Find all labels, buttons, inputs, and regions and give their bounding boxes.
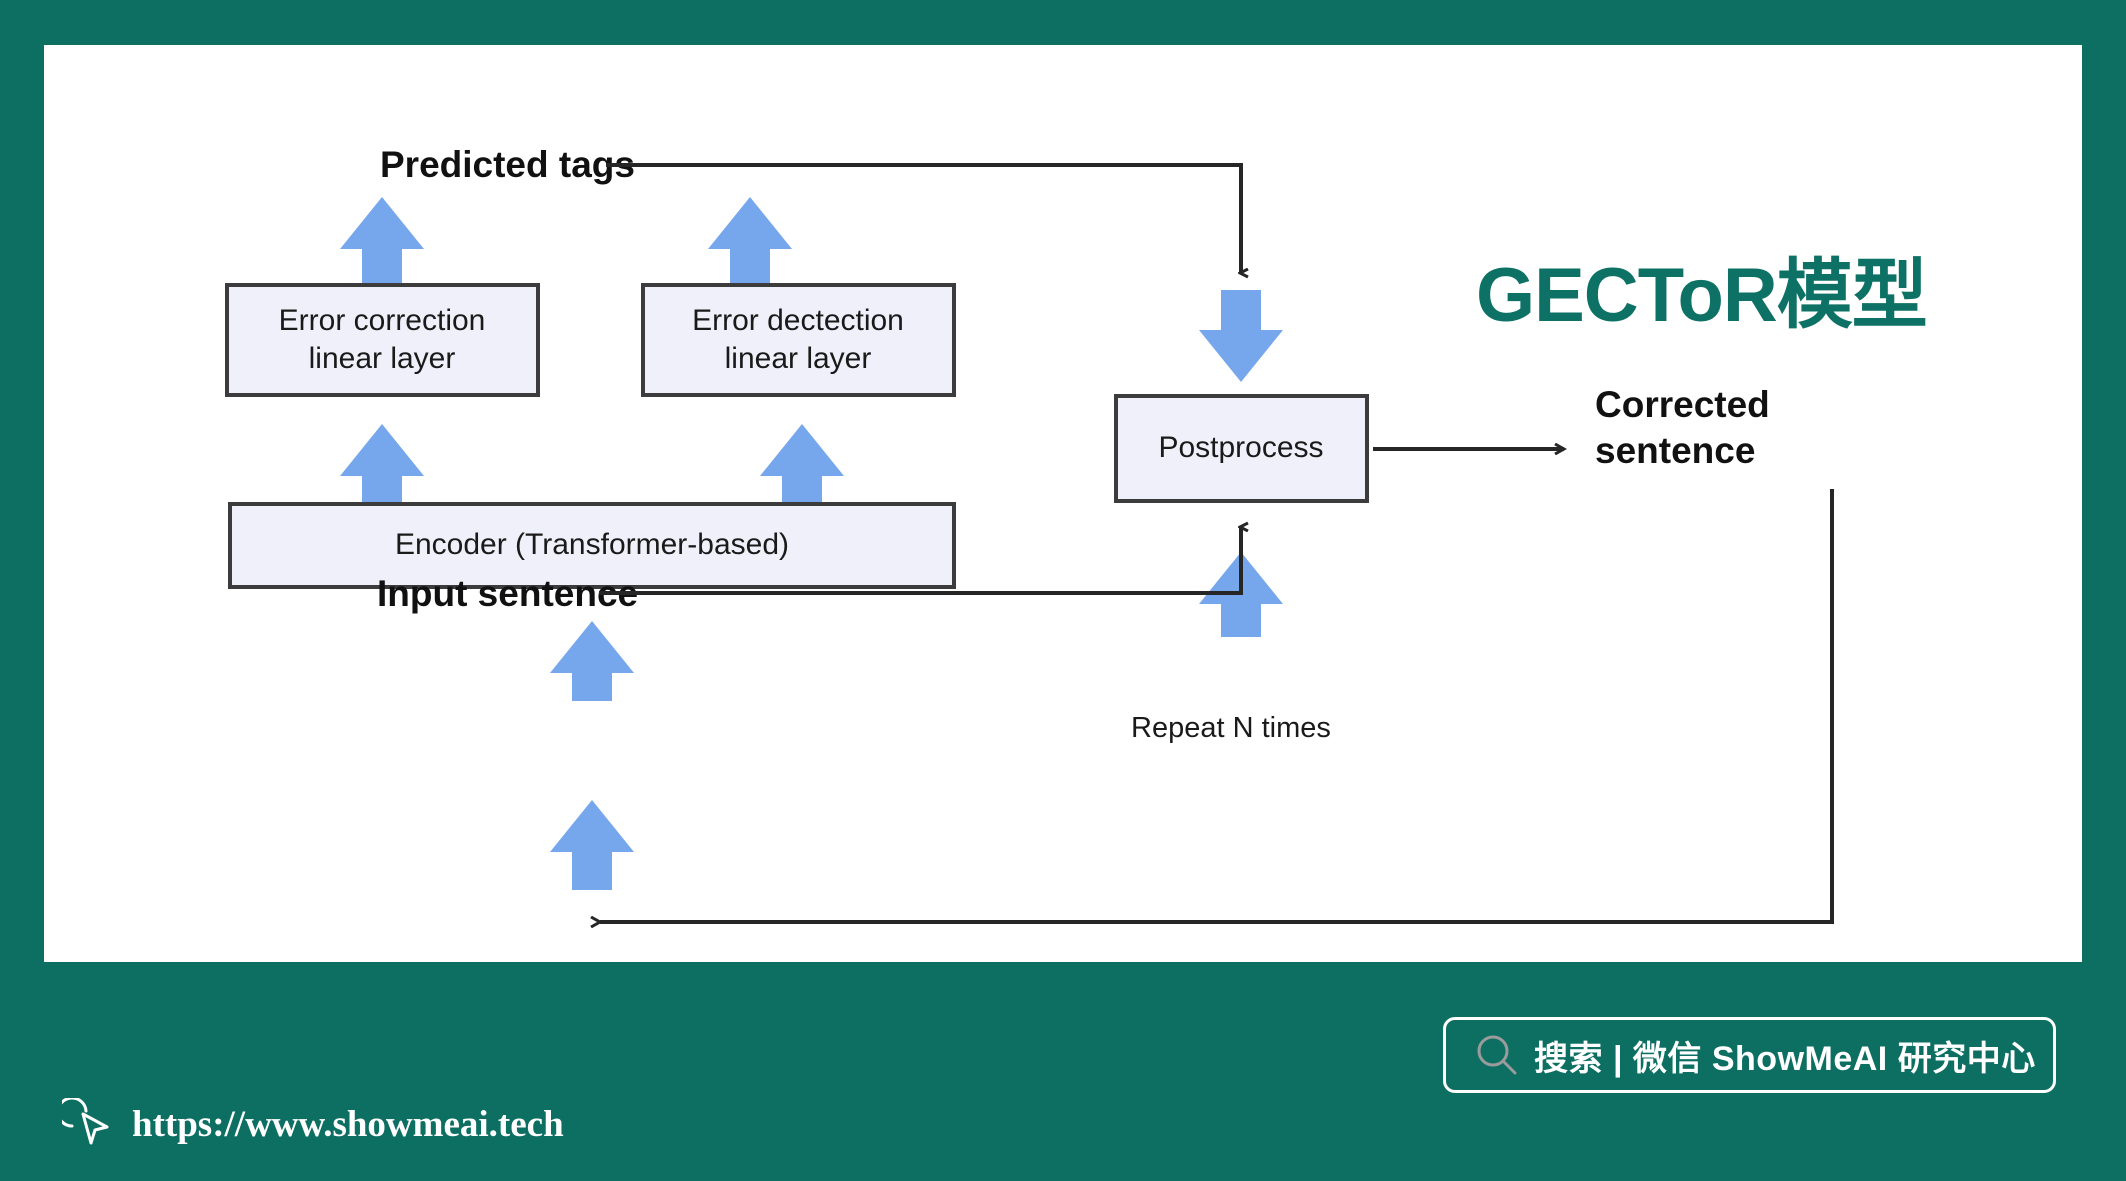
blue-arrow-up-into-input (550, 800, 634, 890)
search-icon (1477, 1035, 1517, 1075)
box-postprocess-label: Postprocess (1158, 431, 1323, 464)
blue-arrow-up-input-to-encoder (550, 621, 634, 701)
box-encoder-label: Encoder (Transformer-based) (395, 528, 789, 561)
box-error-correction-label-line2: linear layer (309, 342, 456, 375)
blue-arrow-up-correction (340, 197, 424, 283)
label-predicted-tags: Predicted tags (380, 144, 635, 185)
box-error-detection: Error dectection linear layer (641, 283, 956, 397)
blue-arrow-down-to-postprocess (1199, 290, 1283, 382)
wechat-search-badge-label: 搜索 | 微信 ShowMeAI 研究中心 (1534, 1039, 2036, 1078)
box-error-correction: Error correction linear layer (225, 283, 540, 397)
box-error-detection-label-line2: linear layer (725, 342, 872, 375)
blue-arrow-up-encoder-to-correction (340, 424, 424, 502)
box-error-correction-label-line1: Error correction (279, 304, 486, 337)
line-input-sentence-to-postprocess (599, 527, 1241, 595)
box-error-detection-rect (641, 283, 956, 397)
box-encoder: Encoder (Transformer-based) (228, 502, 956, 589)
label-corrected-sentence-line1: Corrected (1595, 384, 1770, 425)
site-url-row[interactable]: https://www.showmeai.tech (62, 1098, 564, 1150)
line-predicted-tags-to-postprocess (606, 163, 1241, 273)
box-postprocess: Postprocess (1114, 394, 1369, 503)
gector-flowchart: Error correction linear layer Error dect… (225, 144, 1834, 962)
box-error-detection-label-line1: Error dectection (692, 304, 904, 337)
site-url-label: https://www.showmeai.tech (132, 1103, 564, 1145)
cursor-pointer-icon (62, 1098, 109, 1145)
blue-arrow-up-detection (708, 197, 792, 283)
label-corrected-sentence-line2: sentence (1595, 430, 1755, 471)
blue-arrow-up-encoder-to-detection (760, 424, 844, 502)
wechat-search-badge[interactable]: 搜索 | 微信 ShowMeAI 研究中心 (1443, 1017, 2056, 1093)
box-postprocess-rect (1114, 394, 1369, 503)
line-repeat-feedback-loop (600, 489, 1834, 922)
box-error-correction-rect (225, 283, 540, 397)
box-encoder-rect (228, 502, 956, 589)
label-repeat-n-times: Repeat N times (1131, 712, 1331, 744)
model-title: GECToR模型 (1476, 253, 1928, 338)
diagram-card: Error correction linear layer Error dect… (44, 45, 2082, 962)
label-input-sentence: Input sentence (377, 573, 638, 614)
